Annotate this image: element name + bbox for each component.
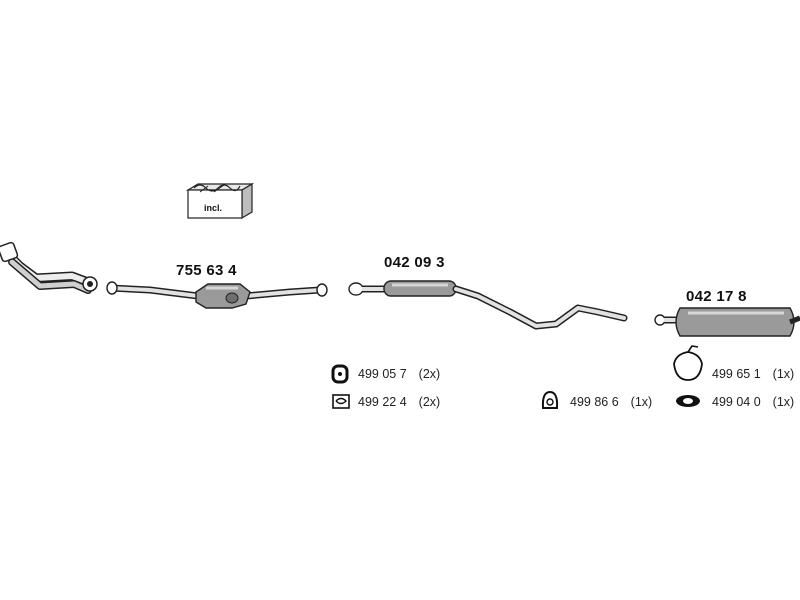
down-pipe: [0, 241, 98, 294]
accessory-row: 499 05 7 (2x): [358, 367, 440, 381]
gasket-icon: [676, 395, 700, 407]
accessory-number: 499 86 6: [570, 395, 619, 409]
accessory-row: 499 65 1 (1x): [712, 367, 794, 381]
kit-badge-label: incl.: [204, 203, 223, 213]
mounting-kit-box-icon: [185, 182, 255, 220]
accessory-qty: (2x): [418, 395, 441, 409]
part-number-front-pipe: 755 63 4: [176, 262, 237, 279]
part-number-middle-silencer: 042 09 3: [384, 254, 445, 271]
accessory-qty: (1x): [630, 395, 653, 409]
rubber-mount-icon: [331, 364, 349, 384]
accessory-qty: (1x): [772, 395, 795, 409]
holder-strap-icon: [673, 345, 703, 381]
accessory-row: 499 22 4 (2x): [358, 395, 440, 409]
accessory-number: 499 04 0: [712, 395, 761, 409]
front-pipe-catalyst: [106, 281, 328, 309]
accessory-row: 499 04 0 (1x): [712, 395, 794, 409]
accessory-qty: (2x): [418, 367, 441, 381]
rear-silencer: [654, 307, 800, 337]
accessory-number: 499 65 1: [712, 367, 761, 381]
accessory-row: 499 86 6 (1x): [570, 395, 652, 409]
middle-silencer: [348, 280, 628, 330]
hanger-ring-icon: [541, 390, 559, 409]
accessory-number: 499 22 4: [358, 395, 407, 409]
accessory-qty: (1x): [772, 367, 795, 381]
clamp-bracket-icon: [332, 394, 350, 409]
part-number-rear-silencer: 042 17 8: [686, 288, 747, 305]
accessory-number: 499 05 7: [358, 367, 407, 381]
